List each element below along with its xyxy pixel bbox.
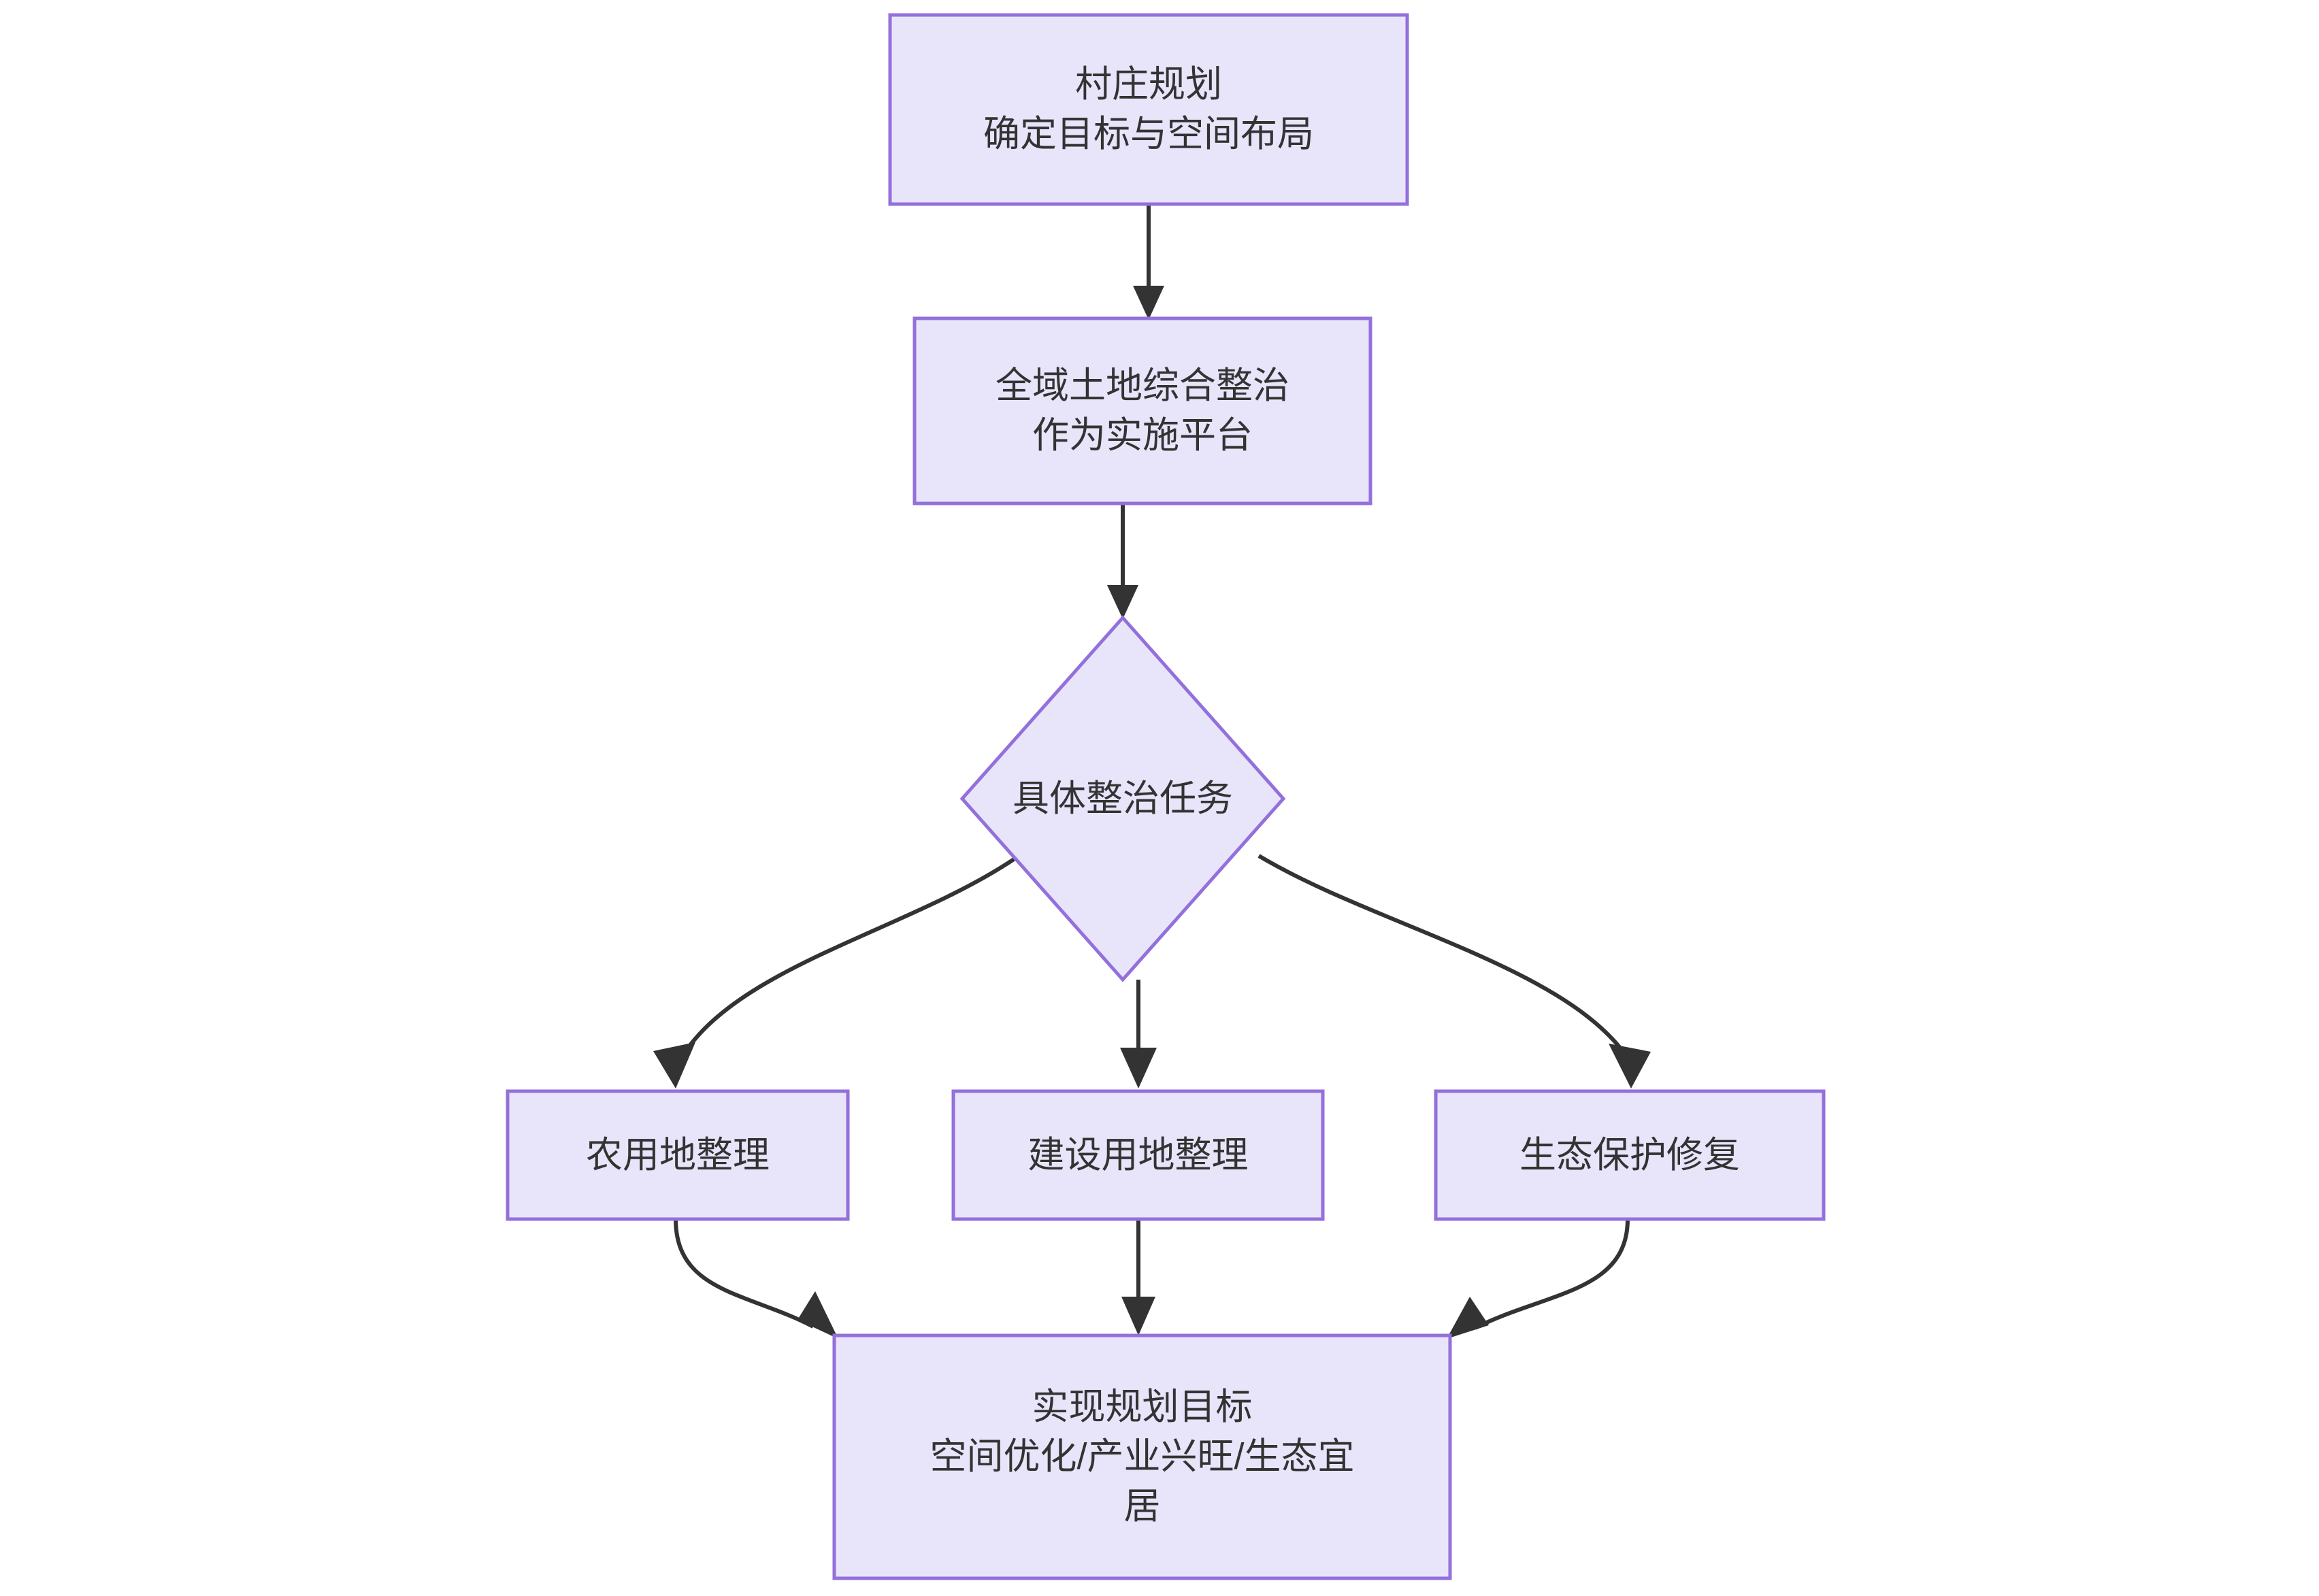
edge-ecological-restoration-to-planning-goals bbox=[1447, 1218, 1630, 1339]
node-land-consolidation-platform[interactable] bbox=[912, 316, 1372, 505]
edge-platform-to-concrete-tasks bbox=[1107, 503, 1138, 619]
edge-construction-land-to-planning-goals bbox=[1121, 1219, 1155, 1335]
edge-village-planning-to-platform bbox=[1133, 204, 1164, 320]
node-concrete-tasks[interactable] bbox=[959, 615, 1286, 982]
node-construction-land[interactable] bbox=[951, 1089, 1325, 1221]
node-agricultural-land[interactable] bbox=[506, 1089, 850, 1221]
node-planning-goals[interactable] bbox=[832, 1333, 1452, 1580]
edge-concrete-tasks-to-agricultural-land bbox=[653, 857, 1015, 1088]
node-village-planning[interactable] bbox=[888, 13, 1409, 206]
edge-concrete-tasks-to-construction-land bbox=[1120, 980, 1157, 1088]
node-ecological-restoration[interactable] bbox=[1434, 1089, 1826, 1221]
edge-agricultural-land-to-planning-goals bbox=[674, 1218, 838, 1339]
edge-concrete-tasks-to-ecological-restoration bbox=[1257, 854, 1651, 1088]
